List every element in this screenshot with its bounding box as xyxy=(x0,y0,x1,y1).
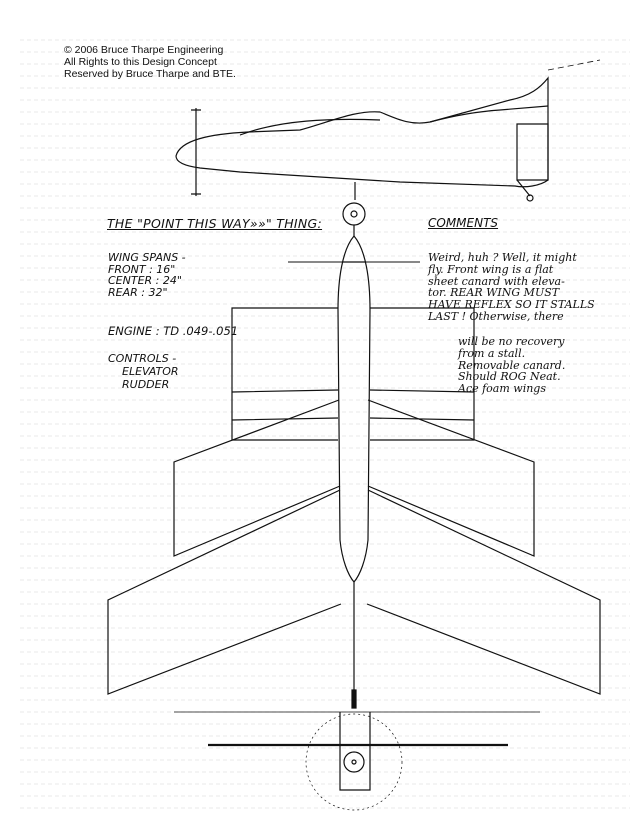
control-rudder: RUDDER xyxy=(122,378,170,391)
comments-block-bottom: will be no recovery from a stall. Remova… xyxy=(458,336,565,395)
comments-heading: COMMENTS xyxy=(428,216,499,230)
top-view-drawing xyxy=(107,202,601,811)
comment-line: HAVE REFLEX SO IT STALLS xyxy=(428,298,595,312)
wing-span-front: FRONT : 16" xyxy=(108,262,176,276)
comment-line: sheet canard with eleva- xyxy=(428,274,565,288)
comment-line: LAST ! Otherwise, there xyxy=(428,309,564,323)
comment-line: will be no recovery xyxy=(458,335,565,348)
copyright-line-1: © 2006 Bruce Tharpe Engineering xyxy=(64,44,224,56)
comment-line: Removable canard. xyxy=(458,358,566,372)
design-title: THE "POINT THIS WAY»»" THING: xyxy=(107,216,323,231)
engine-spec: ENGINE : TD .049-.051 xyxy=(108,324,239,338)
controls-heading: CONTROLS - xyxy=(108,352,177,365)
copyright-line-2: All Rights to this Design Concept xyxy=(64,56,217,68)
controls-list: CONTROLS - ELEVATOR RUDDER xyxy=(108,352,179,391)
comments-block-top: Weird, huh ? Well, it might fly. Front w… xyxy=(428,252,595,323)
copyright-line-3: Reserved by Bruce Tharpe and BTE. xyxy=(64,68,236,80)
wing-spans: WING SPANS - FRONT : 16" CENTER : 24" RE… xyxy=(108,252,186,298)
comment-line: Weird, huh ? Well, it might xyxy=(428,251,577,264)
control-elevator: ELEVATOR xyxy=(122,365,179,378)
wing-spans-heading: WING SPANS - xyxy=(108,251,186,264)
copyright-notice: © 2006 Bruce Tharpe Engineering All Righ… xyxy=(64,44,236,80)
comment-line: Should ROG Neat. xyxy=(458,370,561,384)
wing-span-center: CENTER : 24" xyxy=(108,274,182,287)
comment-line: tor. REAR WING MUST xyxy=(428,286,560,300)
comment-line: fly. Front wing is a flat xyxy=(428,262,554,276)
wing-span-rear: REAR : 32" xyxy=(108,285,168,299)
side-view-drawing xyxy=(175,59,601,202)
comment-line: from a stall. xyxy=(458,346,526,360)
comment-line: Ace foam wings xyxy=(458,382,546,396)
